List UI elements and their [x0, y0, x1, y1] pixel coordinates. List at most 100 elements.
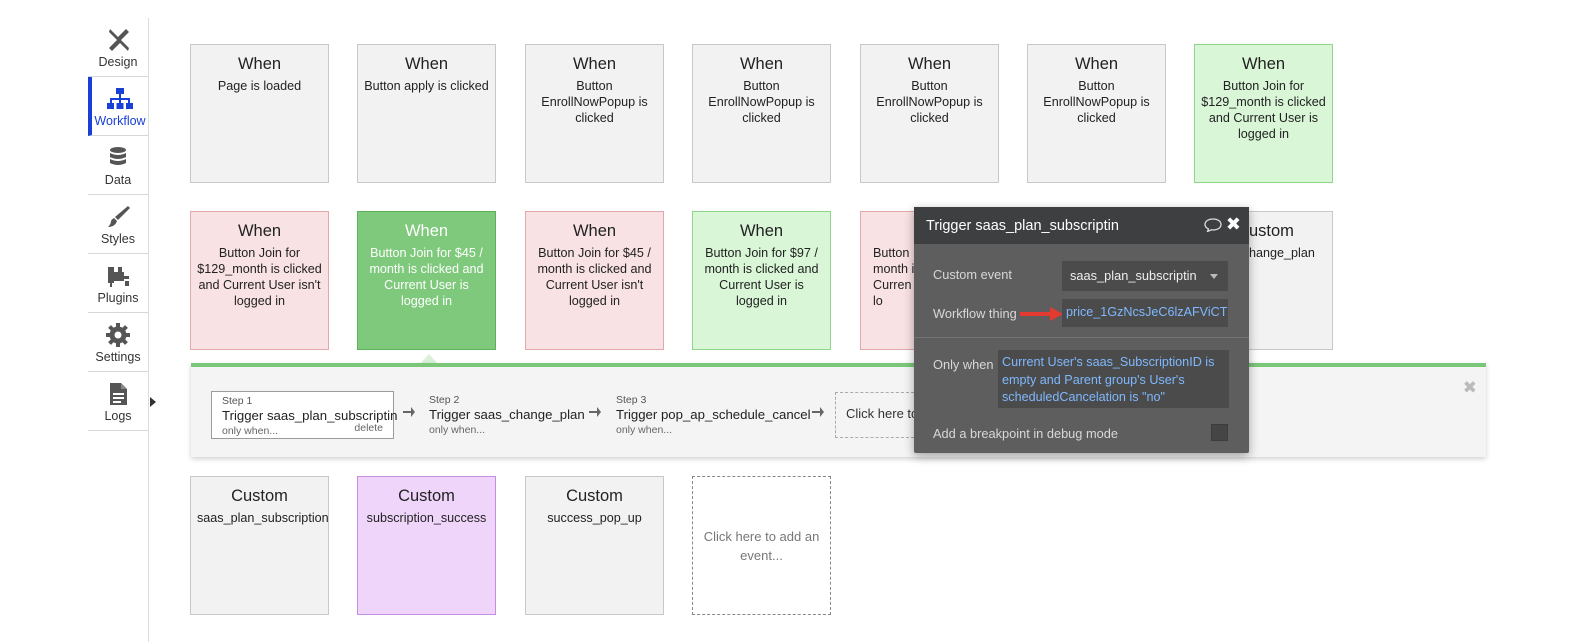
arrow-right-icon [403, 407, 415, 417]
brush-icon [108, 206, 130, 227]
editor-header: Trigger saas_plan_subscriptin ✖ [914, 207, 1249, 244]
sidebar-divider [148, 18, 149, 642]
sidebar-item-logs[interactable]: Logs [88, 372, 148, 431]
design-icon [109, 29, 129, 51]
step-number: Step 3 [616, 394, 647, 406]
event-box[interactable]: When Button apply is clicked [357, 44, 496, 183]
event-keyword: When [404, 222, 449, 240]
workflow-thing-input[interactable]: price_1GzNcsJeC6lzAFViCTLYA8si [1062, 299, 1228, 327]
custom-event-value: saas_plan_subscriptin [1070, 268, 1197, 283]
event-box[interactable]: When Button Join for $97 / month is clic… [692, 211, 831, 350]
event-description: Button apply is clicked [364, 79, 489, 93]
event-box[interactable]: When Button Join for $45 / month is clic… [525, 211, 664, 350]
event-box[interactable]: Custom subscription_success [357, 476, 496, 615]
event-box[interactable]: When Button EnrollNowPopup is clicked [1027, 44, 1166, 183]
event-box[interactable]: When Button EnrollNowPopup is clicked [860, 44, 999, 183]
sidebar-item-workflow[interactable]: Workflow [88, 77, 148, 136]
event-description: Button Join for $45 / month is clicked a… [537, 246, 652, 308]
event-description: Button Join for $97 / month is clicked a… [704, 246, 819, 308]
event-description: success_pop_up [547, 511, 642, 525]
step-number: Step 2 [429, 394, 460, 406]
step-name: Trigger saas_change_plan [429, 407, 585, 422]
event-keyword: When [739, 55, 784, 73]
sidebar-item-label: Data [104, 173, 132, 187]
step-condition-link[interactable]: only when... [222, 425, 279, 437]
step-name: Trigger pop_ap_schedule_cancel [616, 407, 811, 422]
event-keyword: When [572, 222, 617, 240]
breakpoint-label: Add a breakpoint in debug mode [933, 426, 1118, 441]
gear-icon [106, 323, 130, 347]
selection-pointer [421, 354, 437, 363]
event-description: Button Join for $45 / month is clicked a… [369, 246, 484, 308]
step-1[interactable]: Step 1 Trigger saas_plan_subscriptin onl… [211, 391, 398, 439]
event-keyword: When [1241, 55, 1286, 73]
event-box[interactable]: When Button Join for $129_month is click… [1194, 44, 1333, 183]
step-name: Trigger saas_plan_subscriptin [222, 408, 398, 423]
sidebar-item-label: Workflow [94, 114, 146, 128]
event-description: Button EnrollNowPopup is clicked [708, 79, 815, 125]
sidebar-item-label: Settings [95, 350, 141, 364]
event-box[interactable]: Custom saas_plan_subscription [190, 476, 329, 615]
plugin-icon [108, 267, 129, 287]
sidebar-item-styles[interactable]: Styles [88, 195, 148, 254]
event-description: Button EnrollNowPopup is clicked [876, 79, 983, 125]
event-description: Button month i Curren lo [873, 246, 915, 308]
event-description: Page is loaded [217, 79, 302, 93]
sidebar-item-data[interactable]: Data [88, 136, 148, 195]
event-description: subscription_success [366, 511, 487, 525]
event-description: Button Join for $129_month is clicked an… [1201, 79, 1326, 141]
expand-arrow-icon[interactable] [150, 397, 156, 407]
workflow-thing-label: Workflow thing [933, 306, 1017, 321]
event-description: Button Join for $129_month is clicked an… [197, 246, 322, 308]
add-event-button[interactable]: Click here to add an event... [692, 476, 831, 615]
event-keyword: When [237, 55, 282, 73]
breakpoint-checkbox[interactable] [1211, 424, 1228, 441]
step-2[interactable]: Step 2 Trigger saas_change_plan only whe… [419, 391, 595, 439]
sidebar-item-design[interactable]: Design [88, 18, 148, 77]
event-keyword: When [907, 55, 952, 73]
only-when-expression[interactable]: Current User's saas_SubscriptionID is em… [998, 350, 1229, 408]
event-keyword: When [739, 222, 784, 240]
event-box[interactable]: When Button EnrollNowPopup is clicked [525, 44, 664, 183]
step-number: Step 1 [222, 395, 253, 407]
event-keyword: When [404, 55, 449, 73]
editor-title: Trigger saas_plan_subscriptin [926, 218, 1119, 234]
event-keyword: Custom [566, 487, 623, 505]
comment-icon[interactable] [1204, 218, 1222, 232]
property-editor-panel: Trigger saas_plan_subscriptin ✖ Custom e… [914, 207, 1249, 453]
sidebar-item-label: Design [98, 55, 138, 69]
sidebar-item-label: Logs [104, 409, 132, 423]
event-box[interactable]: When Page is loaded [190, 44, 329, 183]
event-description: Button EnrollNowPopup is clicked [541, 79, 648, 125]
event-box[interactable]: When Button Join for $129_month is click… [190, 211, 329, 350]
step-delete-link[interactable]: delete [354, 422, 383, 434]
arrow-right-icon [812, 407, 824, 417]
database-icon [110, 147, 126, 165]
event-box[interactable]: Custom success_pop_up [525, 476, 664, 615]
red-arrow-icon [1020, 307, 1063, 321]
step-3[interactable]: Step 3 Trigger pop_ap_schedule_cancel on… [606, 391, 821, 439]
event-keyword: Custom [231, 487, 288, 505]
workflow-icon [107, 88, 133, 109]
step-condition-link[interactable]: only when... [429, 424, 486, 436]
divider [914, 337, 1249, 338]
step-condition-link[interactable]: only when... [616, 424, 673, 436]
sidebar-item-label: Plugins [97, 291, 139, 305]
sidebar-item-plugins[interactable]: Plugins [88, 254, 148, 313]
add-event-label: Click here to add an event... [703, 529, 820, 563]
sidebar-item-settings[interactable]: Settings [88, 313, 148, 372]
arrow-right-icon [589, 407, 601, 417]
event-box[interactable]: When Button EnrollNowPopup is clicked [692, 44, 831, 183]
event-keyword: When [1074, 55, 1119, 73]
event-description: hange_plan [1249, 246, 1315, 260]
event-box-selected[interactable]: When Button Join for $45 / month is clic… [357, 211, 496, 350]
chevron-down-icon [1210, 274, 1218, 279]
workflow-steps-bar: Step 1 Trigger saas_plan_subscriptin onl… [191, 363, 1486, 457]
document-icon [110, 383, 127, 405]
close-icon[interactable]: ✖ [1225, 214, 1241, 234]
event-description: saas_plan_subscription [197, 511, 329, 525]
close-icon[interactable]: ✖ [1462, 378, 1477, 397]
custom-event-dropdown[interactable]: saas_plan_subscriptin [1062, 261, 1228, 291]
sidebar-item-label: Styles [100, 232, 136, 246]
